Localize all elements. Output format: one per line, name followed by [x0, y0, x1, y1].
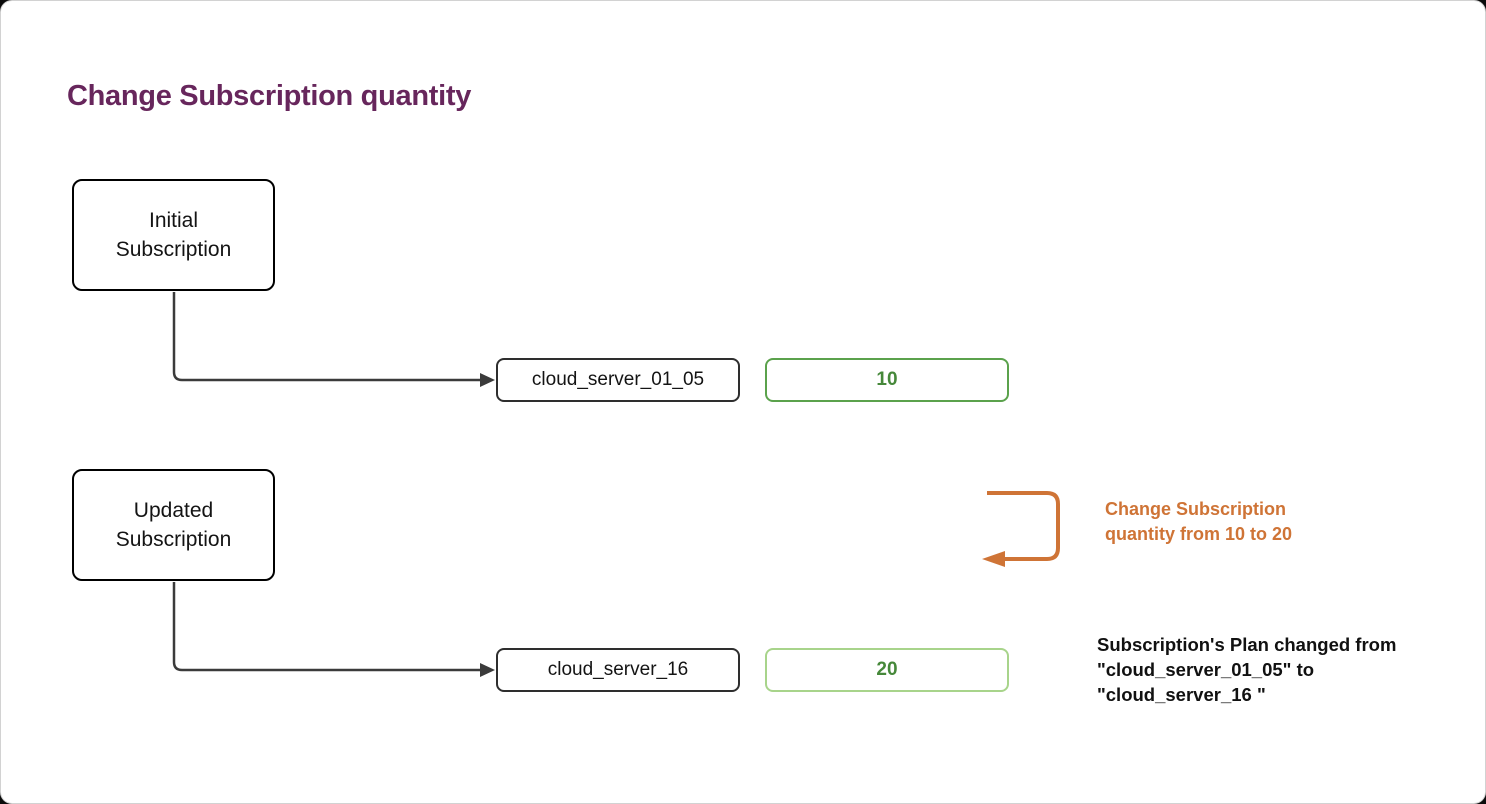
plan-box-updated: cloud_server_16 — [496, 648, 740, 692]
node-updated-subscription: Updated Subscription — [72, 469, 275, 581]
plan-changed-annotation-line2: "cloud_server_01_05" to — [1097, 659, 1315, 680]
connector-initial-to-plan — [172, 292, 480, 382]
change-quantity-arrowhead — [982, 551, 1005, 567]
plan-changed-annotation: Subscription's Plan changed from "cloud_… — [1097, 632, 1396, 707]
node-initial-subscription-label: Initial Subscription — [115, 209, 232, 261]
change-quantity-annotation-line1: Change Subscription — [1105, 499, 1287, 519]
quantity-box-updated: 20 — [765, 648, 1009, 692]
plan-changed-annotation-line3: "cloud_server_16 " — [1097, 684, 1266, 705]
page-title: Change Subscription quantity — [67, 80, 472, 112]
plan-changed-annotation-line1: Subscription's Plan changed from — [1097, 634, 1397, 655]
change-quantity-uturn-arrow — [987, 491, 1060, 561]
connector-updated-to-plan — [172, 582, 480, 672]
change-quantity-annotation: Change Subscription quantity from 10 to … — [1105, 497, 1292, 547]
plan-box-initial-label: cloud_server_01_05 — [531, 369, 705, 390]
quantity-box-updated-value: 20 — [876, 659, 898, 680]
quantity-box-initial: 10 — [765, 358, 1009, 402]
quantity-box-initial-value: 10 — [876, 369, 898, 390]
arrowhead-updated-to-plan — [480, 663, 495, 677]
change-quantity-annotation-line2: quantity from 10 to 20 — [1105, 524, 1293, 544]
node-initial-subscription: Initial Subscription — [72, 179, 275, 291]
plan-box-initial: cloud_server_01_05 — [496, 358, 740, 402]
plan-box-updated-label: cloud_server_16 — [547, 659, 689, 680]
arrowhead-initial-to-plan — [480, 373, 495, 387]
node-updated-subscription-label: Updated Subscription — [115, 499, 232, 551]
